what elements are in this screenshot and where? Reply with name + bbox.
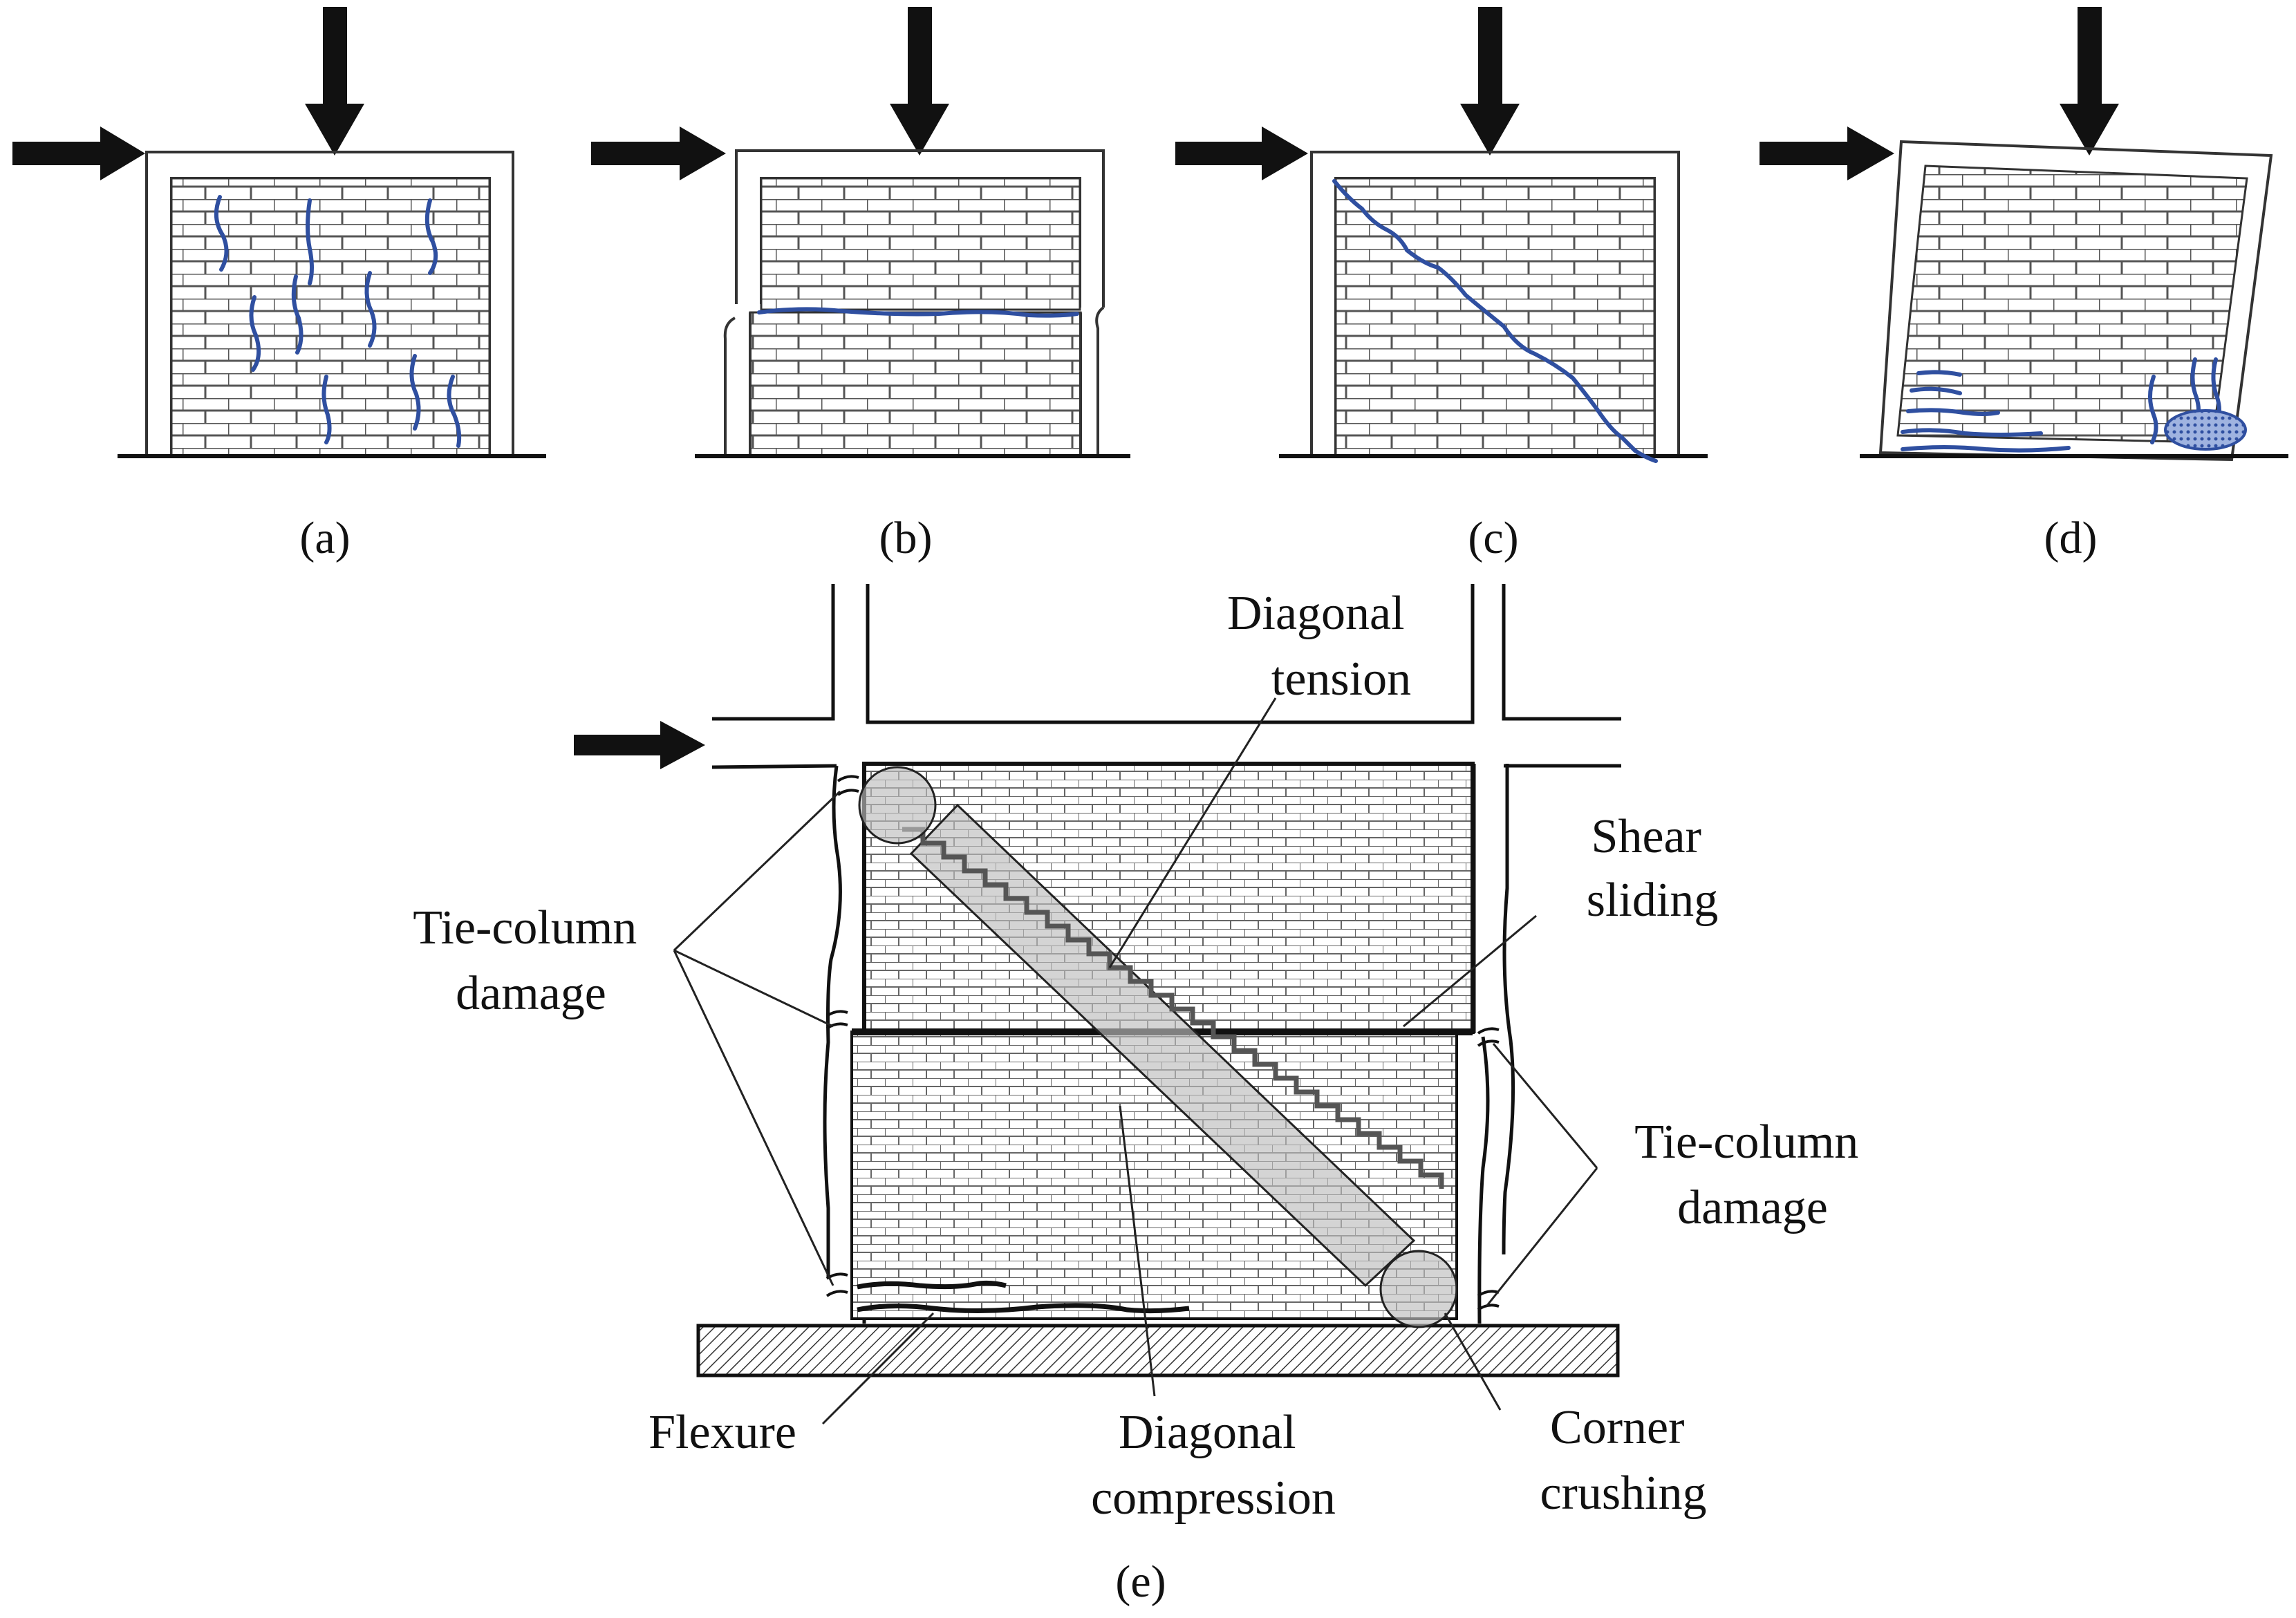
- foundation: [696, 1324, 1620, 1377]
- masonry-panel-upper: [760, 177, 1081, 311]
- caption-b: (b): [879, 513, 933, 563]
- sliding-crack: [757, 307, 1079, 318]
- panel-e: Diagonal tension Shear sliding Tie-colum…: [413, 584, 1871, 1607]
- caption-c: (c): [1468, 513, 1518, 563]
- flexural-cracks: [214, 195, 462, 448]
- diagonal-compression-strut: [909, 803, 1416, 1288]
- panel-d: (d): [1760, 7, 2288, 563]
- caption-e: (e): [1115, 1556, 1166, 1607]
- masonry-panel: [170, 177, 491, 458]
- vertical-load-arrow-icon: [2060, 7, 2119, 156]
- lateral-load-arrow-icon: [1760, 126, 1894, 180]
- corner-crushing-bottom: [1379, 1250, 1458, 1328]
- label-shear-sliding: Shear sliding: [1587, 810, 1719, 927]
- caption-a: (a): [299, 513, 350, 563]
- vertical-load-arrow-icon: [305, 7, 364, 156]
- lateral-load-arrow-icon: [12, 126, 145, 180]
- vertical-load-arrow-icon: [890, 7, 949, 156]
- crushed-toe: [2164, 409, 2247, 451]
- diagonal-crack: [1332, 179, 1658, 463]
- flexure-cracks: [857, 1280, 1190, 1314]
- label-diagonal-tension: Diagonal tension: [1227, 587, 1417, 706]
- panel-c: (c): [1175, 7, 1708, 563]
- lateral-load-arrow-icon: [591, 126, 726, 180]
- vertical-load-arrow-icon: [1460, 7, 1520, 156]
- masonry-upper: [862, 762, 1475, 1034]
- lateral-load-arrow-icon: [1175, 126, 1308, 180]
- caption-d: (d): [2044, 513, 2098, 563]
- label-diagonal-compression: Diagonal compression: [1091, 1406, 1336, 1525]
- lateral-load-arrow-icon: [574, 721, 705, 769]
- diagonal-tension-crack: [902, 827, 1444, 1189]
- label-corner-crushing: Corner crushing: [1540, 1401, 1706, 1520]
- masonry-panel: [1896, 164, 2248, 444]
- panel-b: (b): [591, 7, 1130, 563]
- label-flexure: Flexure: [648, 1406, 796, 1459]
- label-tie-column-damage-right: Tie-column damage: [1634, 1116, 1871, 1234]
- corner-crushing-top: [858, 766, 937, 845]
- masonry-panel-lower: [749, 311, 1082, 458]
- label-tie-column-damage-left: Tie-column damage: [413, 901, 649, 1020]
- leader-lines: [673, 697, 1598, 1425]
- rocking-wall-frame: [1878, 140, 2273, 462]
- toe-cracks: [1901, 357, 2221, 453]
- panel-a: (a): [12, 7, 546, 563]
